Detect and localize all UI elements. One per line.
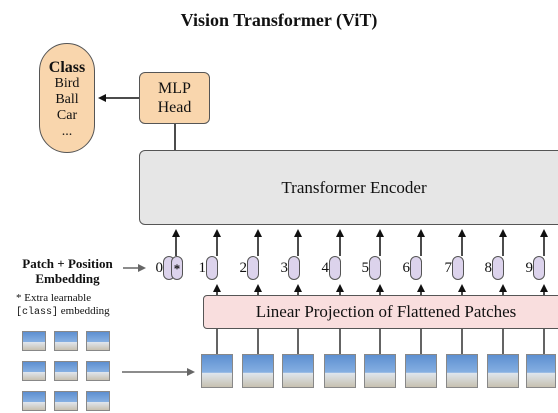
- flattened-patch: [364, 354, 396, 388]
- token-8: 8: [480, 256, 506, 280]
- flattened-patch: [201, 354, 233, 388]
- patch-embedding-pill: [492, 256, 504, 280]
- patch-embedding-pill: [533, 256, 545, 280]
- image-patch: [54, 361, 78, 381]
- token-2: 2: [235, 256, 261, 280]
- flattened-patch: [446, 354, 478, 388]
- patch-embedding-pill: [452, 256, 464, 280]
- flattened-patch: [526, 354, 556, 388]
- token-position-number: 4: [321, 260, 330, 276]
- mlp-head-box: MLP Head: [139, 72, 210, 124]
- token-7: 7: [440, 256, 466, 280]
- token-position-number: 3: [280, 260, 289, 276]
- transformer-encoder-box: Transformer Encoder: [139, 150, 558, 225]
- class-item: Car: [56, 108, 78, 123]
- class-header: Class: [48, 59, 86, 76]
- embedding-label-line2: Embedding: [35, 271, 100, 286]
- note-line2: [class] embedding: [16, 305, 110, 319]
- image-patch: [22, 391, 46, 411]
- patch-embedding-pill: [206, 256, 218, 280]
- token-9: 9: [521, 256, 547, 280]
- patch-embedding-pill: [329, 256, 341, 280]
- linear-projection-box: Linear Projection of Flattened Patches: [203, 295, 558, 329]
- flattened-patch: [242, 354, 274, 388]
- note-line2-rest: embedding: [58, 305, 110, 317]
- mlp-head-line1: MLP: [158, 80, 191, 97]
- input-image-patch-grid: [22, 331, 114, 413]
- token-4: 4: [317, 256, 343, 280]
- class-item: Bird: [54, 76, 80, 91]
- class-item: ...: [61, 124, 73, 139]
- mlp-head-line2: Head: [157, 99, 192, 116]
- token-position-number: 8: [484, 260, 493, 276]
- token-position-number: 1: [198, 260, 207, 276]
- class-item: Ball: [55, 92, 79, 107]
- class-token-mono: [class]: [16, 307, 59, 318]
- image-patch: [86, 391, 110, 411]
- class-output-box: Class Bird Ball Car ...: [39, 43, 95, 153]
- class-token-note: * Extra learnable [class] embedding: [16, 292, 110, 319]
- patch-embedding-pill: [410, 256, 422, 280]
- flattened-patch: [324, 354, 356, 388]
- token-position-number: 0: [155, 260, 164, 276]
- token-1: 1: [194, 256, 220, 280]
- token-position-number: 5: [361, 260, 370, 276]
- class-token-pill: *: [171, 256, 183, 280]
- patch-embedding-pill: [247, 256, 259, 280]
- projection-to-token-arrows: [213, 284, 548, 295]
- token-3: 3: [276, 256, 302, 280]
- image-patch: [54, 331, 78, 351]
- token-0: 0 *: [151, 256, 185, 280]
- flattened-patch: [405, 354, 437, 388]
- token-position-number: 9: [525, 260, 534, 276]
- token-6: 6: [398, 256, 424, 280]
- image-patch: [86, 361, 110, 381]
- flattened-patch: [282, 354, 314, 388]
- image-patch: [54, 391, 78, 411]
- note-line1: * Extra learnable: [16, 292, 92, 304]
- image-patch: [22, 361, 46, 381]
- token-position-number: 2: [239, 260, 248, 276]
- linear-projection-label: Linear Projection of Flattened Patches: [255, 302, 517, 321]
- transformer-encoder-label: Transformer Encoder: [281, 178, 427, 197]
- patch-to-projection-lines: [216, 329, 545, 354]
- flattened-patch: [487, 354, 519, 388]
- embedding-label-line1: Patch + Position: [22, 256, 113, 271]
- token-position-number: 6: [402, 260, 411, 276]
- patch-embedding-pill: [288, 256, 300, 280]
- patch-embedding-pill: [369, 256, 381, 280]
- image-patch: [22, 331, 46, 351]
- diagram-title: Vision Transformer (ViT): [180, 10, 378, 30]
- image-patch: [86, 331, 110, 351]
- token-5: 5: [357, 256, 383, 280]
- token-to-encoder-arrows: [172, 229, 548, 256]
- patch-position-embedding-label: Patch + Position Embedding: [10, 256, 125, 286]
- token-position-number: 7: [444, 260, 453, 276]
